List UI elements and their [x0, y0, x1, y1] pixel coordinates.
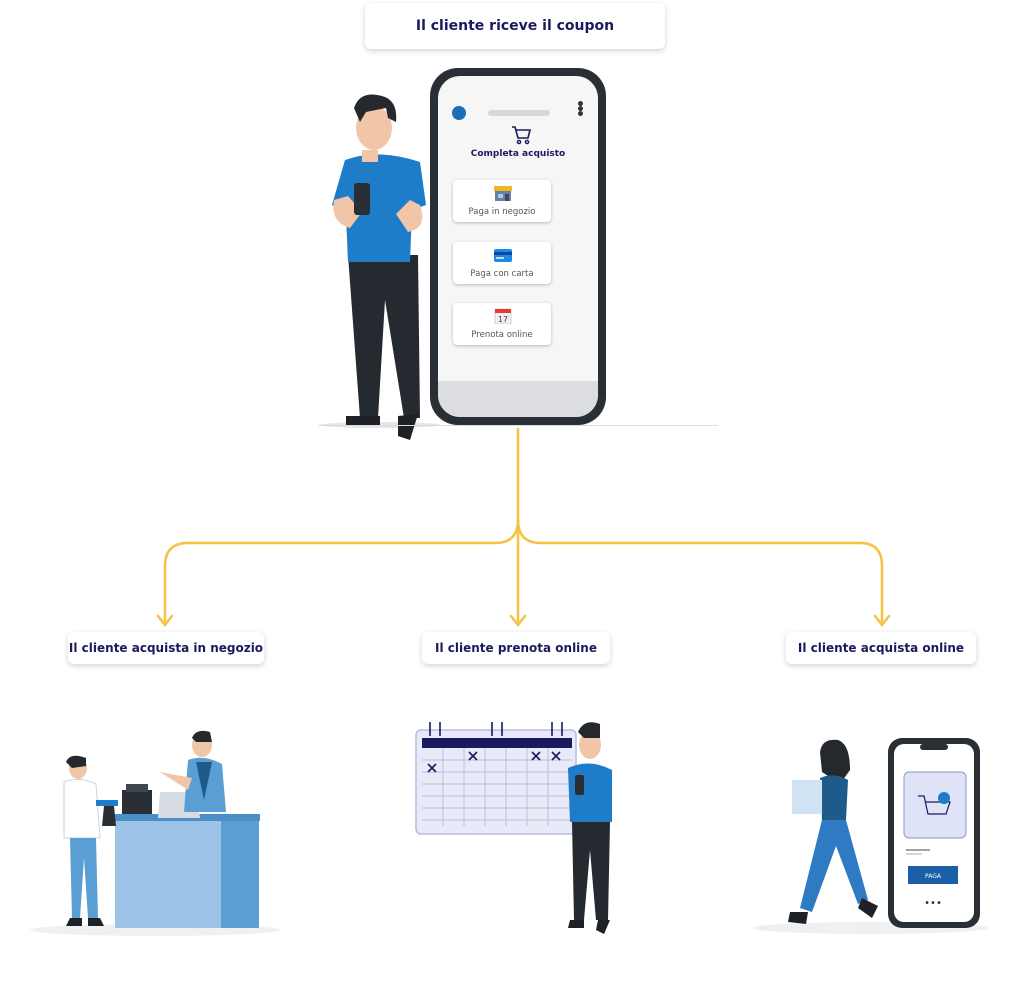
- pay-in-store-label: Paga in negozio: [468, 207, 536, 217]
- branch-label-book-online: Il cliente prenota online: [422, 632, 610, 664]
- checkout-title: Completa acquisto: [470, 149, 566, 159]
- man-with-phone-illustration: [320, 94, 440, 440]
- store-icon: [494, 186, 512, 201]
- phone-bottom-bar: [438, 381, 598, 417]
- ground-line: [318, 425, 718, 426]
- book-online-label: Prenota online: [471, 330, 533, 340]
- calendar-day-number: 17: [498, 315, 508, 324]
- more-options-icon[interactable]: •••: [576, 97, 585, 123]
- pay-in-store-option[interactable]: Paga in negozio: [453, 180, 551, 222]
- pay-with-card-label: Paga con carta: [470, 269, 534, 279]
- book-online-option[interactable]: 17 Prenota online: [453, 303, 551, 345]
- status-bar-placeholder: [488, 110, 550, 116]
- connector-left: [163, 428, 520, 622]
- credit-card-icon: [494, 249, 512, 262]
- profile-dot-icon: [452, 106, 466, 120]
- branch-label-buy-online: Il cliente acquista online: [786, 632, 976, 664]
- smartphone: ••• Completa acquisto Paga in negozio Pa…: [430, 68, 606, 425]
- cart-icon: [512, 126, 532, 145]
- top-label: Il cliente riceve il coupon: [365, 3, 665, 49]
- connector-lines: [163, 428, 884, 622]
- phone-screen: ••• Completa acquisto Paga in negozio Pa…: [438, 76, 598, 417]
- connector-right: [516, 519, 884, 622]
- arrowheads: [156, 614, 891, 628]
- pay-with-card-option[interactable]: Paga con carta: [453, 242, 551, 284]
- calendar-icon: 17: [494, 308, 512, 324]
- branch-label-store: Il cliente acquista in negozio: [68, 632, 264, 664]
